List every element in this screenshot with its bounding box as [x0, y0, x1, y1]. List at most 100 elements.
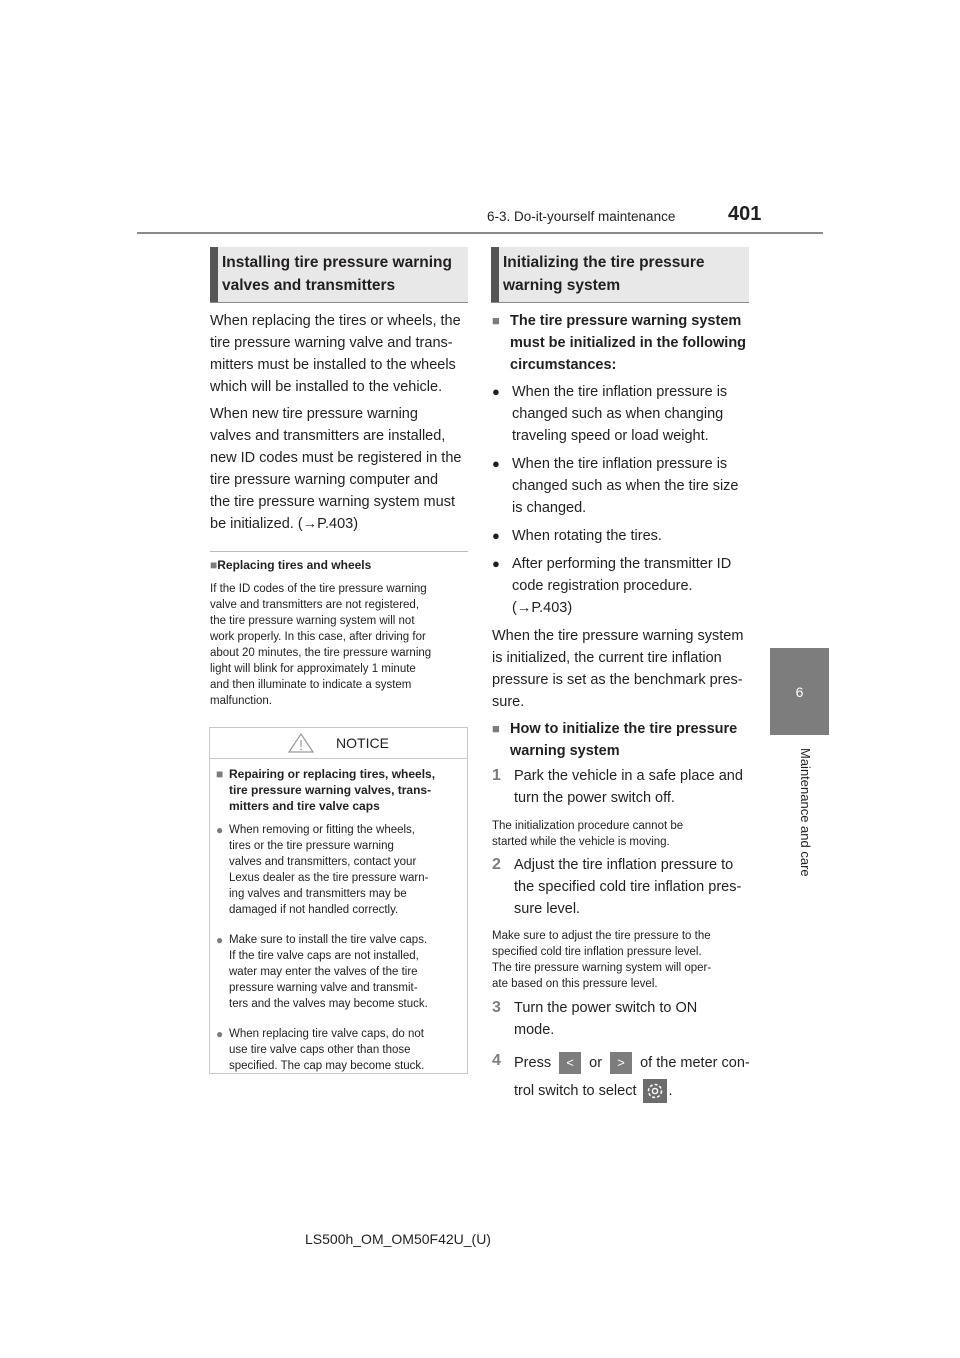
notice-title: NOTICE: [336, 735, 389, 751]
section-rule: [210, 302, 468, 303]
list-item: ● When the tire inflation pressure is ch…: [492, 453, 754, 519]
bullet-list: ● When the tire inflation pressure is ch…: [492, 381, 754, 619]
notice-item: ● When removing or fitting the wheels, t…: [216, 822, 464, 918]
step-number: 3: [492, 999, 501, 1016]
text-line: When new tire pressure warning: [210, 406, 418, 422]
text-line: When rotating the tires.: [512, 528, 662, 544]
meter-left-arrow-key-icon: <: [559, 1052, 582, 1075]
text-line: code registration procedure.: [512, 578, 693, 594]
notice-box: NOTICE ■ Repairing or replacing tires, w…: [209, 727, 468, 1074]
text-line: ate based on this pressure level.: [492, 978, 658, 990]
text-line: Park the vehicle in a safe place and: [514, 768, 743, 784]
text-line: Turn the power switch to ON: [514, 1000, 698, 1016]
text-line: If the ID codes of the tire pressure war…: [210, 583, 427, 595]
text-line: Lexus dealer as the tire pressure warn-: [229, 872, 429, 884]
text-line: ing valves and transmitters may be: [229, 888, 407, 900]
text-line: When replacing tire valve caps, do not: [229, 1028, 424, 1040]
chapter-tab[interactable]: 6: [770, 648, 829, 735]
title-line: valves and transmitters: [222, 277, 396, 294]
notice-item: ● When replacing tire valve caps, do not…: [216, 1026, 464, 1074]
header-rule: [137, 232, 823, 234]
square-bullet-icon: ■: [216, 767, 224, 781]
text-line: valves and transmitters are installed,: [210, 428, 446, 444]
meter-right-arrow-key-icon: >: [610, 1052, 633, 1075]
text-line: Press < or > of the meter con-: [514, 1050, 750, 1076]
page-reference-link[interactable]: (→P.403): [512, 600, 573, 616]
text-line: the specified cold tire inflation pres-: [514, 879, 742, 895]
text-line: the tire pressure warning system must: [210, 494, 455, 510]
list-item: ● When rotating the tires.: [492, 525, 754, 547]
text-line: When the tire inflation pressure is: [512, 456, 728, 472]
text-line: The tire pressure warning system: [510, 313, 742, 329]
text-line: valve and transmitters are not registere…: [210, 599, 420, 611]
text-line: When replacing the tires or wheels, the: [210, 313, 461, 329]
text-line: which will be installed to the vehicle.: [210, 379, 443, 395]
text-line: When the tire inflation pressure is: [512, 384, 728, 400]
paragraph-replacing: When replacing the tires or wheels, the …: [210, 310, 472, 398]
text-line: tire pressure warning valves, trans-: [229, 783, 432, 797]
text-line: After performing the transmitter ID: [512, 556, 732, 572]
note-step-2: Make sure to adjust the tire pressure to…: [492, 928, 754, 992]
text-line: Repairing or replacing tires, wheels,: [229, 767, 436, 781]
step-2: 2 Adjust the tire inflation pressure to …: [492, 854, 754, 920]
square-bullet-icon: ■: [492, 721, 500, 736]
round-bullet-icon: ●: [492, 528, 500, 543]
step-number: 2: [492, 856, 501, 873]
step-number: 1: [492, 767, 501, 784]
section-title-initializing: Initializing the tire pressure warning s…: [491, 247, 749, 302]
warning-triangle-icon: [288, 733, 315, 753]
text-line: The tire pressure warning system will op…: [492, 962, 712, 974]
step-3: 3 Turn the power switch to ON mode.: [492, 997, 754, 1041]
text-line: new ID codes must be registered in the: [210, 450, 462, 466]
text-line: light will blink for approximately 1 min…: [210, 663, 416, 675]
text-line: trol switch to select .: [514, 1076, 750, 1106]
text-line: valves and transmitters, contact your: [229, 856, 417, 868]
sub-title-text: Replacing tires and wheels: [217, 558, 372, 572]
text-line: is changed.: [512, 500, 587, 516]
text-line: specified. The cap may become stuck.: [229, 1060, 425, 1072]
text-line: damaged if not handled correctly.: [229, 904, 399, 916]
text-line: specified cold tire inflation pressure l…: [492, 946, 702, 958]
text-line: about 20 minutes, the tire pressure warn…: [210, 647, 432, 659]
text-line: How to initialize the tire pressure: [510, 721, 738, 737]
text-line: If the tire valve caps are not installed…: [229, 950, 419, 962]
footer-doc-code: LS500h_OM_OM50F42U_(U): [305, 1231, 491, 1247]
text-line: traveling speed or load weight.: [512, 428, 709, 444]
square-bullet-icon: ■: [210, 558, 218, 572]
text-line: The initialization procedure cannot be: [492, 820, 684, 832]
list-item: ● When the tire inflation pressure is ch…: [492, 381, 754, 447]
section-rule: [491, 302, 749, 303]
text-line: warning system: [510, 743, 620, 759]
text-line: When removing or fitting the wheels,: [229, 824, 416, 836]
text-line: is initialized, the current tire inflati…: [492, 650, 722, 666]
text-line: Make sure to adjust the tire pressure to…: [492, 930, 711, 942]
notice-heading: ■ Repairing or replacing tires, wheels, …: [216, 766, 464, 814]
notice-header: NOTICE: [210, 728, 467, 759]
heading-how-to-initialize: ■ How to initialize the tire pressure wa…: [492, 718, 754, 762]
step-1: 1 Park the vehicle in a safe place and t…: [492, 765, 754, 809]
text-line: tire pressure warning valve and trans-: [210, 335, 453, 351]
list-item: ● After performing the transmitter ID co…: [492, 553, 754, 619]
sub-rule: [210, 551, 468, 552]
notice-body: ■ Repairing or replacing tires, wheels, …: [216, 766, 464, 1074]
step4-text: or: [589, 1055, 603, 1071]
text-line: tires or the tire pressure warning: [229, 840, 394, 852]
note-step-1: The initialization procedure cannot be s…: [492, 818, 754, 850]
step4-text: .: [668, 1083, 673, 1099]
text-line: Make sure to install the tire valve caps…: [229, 934, 428, 946]
step4-text: Press: [514, 1055, 552, 1071]
title-line: Installing tire pressure warning: [222, 254, 452, 271]
round-bullet-icon: ●: [492, 456, 500, 471]
text-line: must be initialized in the following: [510, 335, 747, 351]
text-line: and then illuminate to indicate a system: [210, 679, 412, 691]
sub-title-replacing-tires: ■Replacing tires and wheels: [210, 558, 371, 572]
page-reference-link[interactable]: be initialized. (→P.403): [210, 516, 359, 532]
text-line: Adjust the tire inflation pressure to: [514, 857, 734, 873]
round-bullet-icon: ●: [492, 384, 500, 399]
text-line: When the tire pressure warning system: [492, 628, 744, 644]
text-line: pressure is set as the benchmark pres-: [492, 672, 743, 688]
text-line: ters and the valves may become stuck.: [229, 998, 428, 1010]
paragraph-initialized: When the tire pressure warning system is…: [492, 625, 754, 713]
title-line: Initializing the tire pressure: [503, 254, 705, 271]
text-line: use tire valve caps other than those: [229, 1044, 411, 1056]
